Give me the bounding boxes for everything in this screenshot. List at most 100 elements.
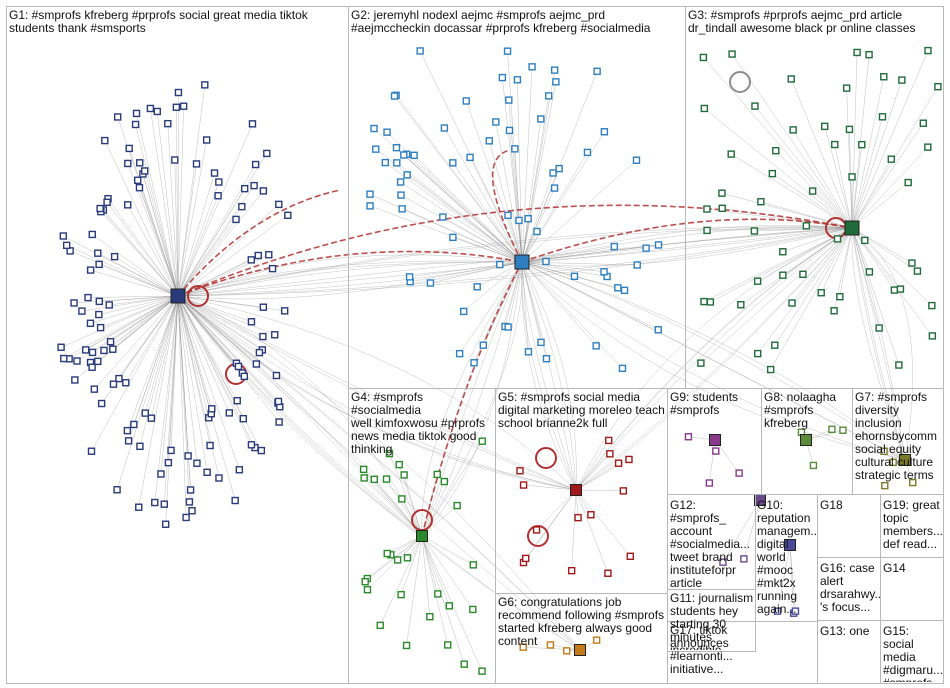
network-node [361,578,369,586]
network-node [606,450,614,458]
network-node [505,126,514,135]
network-edge [85,295,179,351]
network-node [727,150,735,158]
network-node [712,447,720,455]
network-node [136,442,144,451]
network-node [697,359,705,367]
network-node [633,261,641,269]
network-node [284,211,292,220]
network-edge [74,295,179,304]
network-node [505,96,513,104]
network-edge [164,295,179,505]
network-edge [177,295,252,322]
network-edge [177,295,577,491]
network-edge [177,295,209,418]
network-node [400,151,408,159]
network-edge [99,208,179,297]
network-node [516,467,524,475]
network-edge [851,146,929,229]
network-edge [125,295,179,383]
network-node [383,549,391,558]
network-edge [139,295,179,447]
network-node [115,374,123,383]
network-edge [66,245,179,297]
network-node [110,252,119,261]
group-label-g4: G4: #smprofs #socialmedia well kimfoxwos… [351,391,486,456]
network-node [478,437,486,445]
network-edge [731,153,853,229]
network-node [904,178,912,187]
network-node [247,441,256,449]
network-edge [536,489,577,531]
network-node [174,88,183,97]
network-node [403,554,412,562]
network-node [779,248,787,256]
network-edge [851,227,906,461]
network-node [858,140,866,149]
network-edge [521,95,549,263]
network-node [103,198,111,206]
network-node [359,465,368,474]
network-node [234,362,243,371]
network-node [101,136,109,145]
network-node [184,452,192,460]
network-node [632,156,641,164]
network-node [203,468,211,476]
network-node [562,647,571,655]
network-node [614,459,623,467]
network-edge [851,123,924,229]
network-edge [177,219,237,297]
network-node [59,232,68,240]
network-node [214,192,222,200]
hub-node [844,220,860,236]
network-edge [160,295,179,475]
network-edge [851,159,892,229]
network-node [600,268,608,276]
network-edge [421,261,523,537]
network-edge [177,295,577,491]
network-node [233,396,241,405]
network-node [252,360,261,368]
network-node [808,187,817,195]
network-edge [177,295,581,651]
network-edge [177,261,523,300]
network-edge [846,88,853,229]
network-edge [851,227,906,461]
network-edge [575,489,609,574]
self-loop [535,447,557,469]
network-node [802,222,811,230]
network-node [179,102,188,110]
network-edge [177,295,211,446]
network-node [440,477,449,486]
network-edge [403,154,523,263]
network-node [570,272,579,281]
network-edge [177,295,260,353]
network-node [703,205,711,213]
network-edge [421,535,439,594]
network-edge [851,227,906,461]
network-node [496,260,504,269]
network-edge [851,227,913,461]
network-edge [99,264,179,297]
network-node [147,414,156,422]
network-edge [521,261,577,491]
network-node [592,342,600,350]
network-node [403,171,411,179]
network-edge [177,153,268,297]
network-node [370,475,379,484]
network-edge [575,227,853,491]
network-node [799,270,807,278]
group-label-g16: G16: case alert drsarahwy... 's focus... [820,562,880,614]
network-node [95,297,104,306]
network-node [193,459,201,467]
network-node [445,602,453,610]
network-node [94,357,102,366]
network-edge [177,190,264,297]
network-edge [703,227,853,302]
network-edge [177,295,212,414]
network-node [135,183,144,192]
network-edge [525,489,577,559]
network-node [469,561,477,569]
network-node [73,357,81,365]
network-node [247,256,255,264]
